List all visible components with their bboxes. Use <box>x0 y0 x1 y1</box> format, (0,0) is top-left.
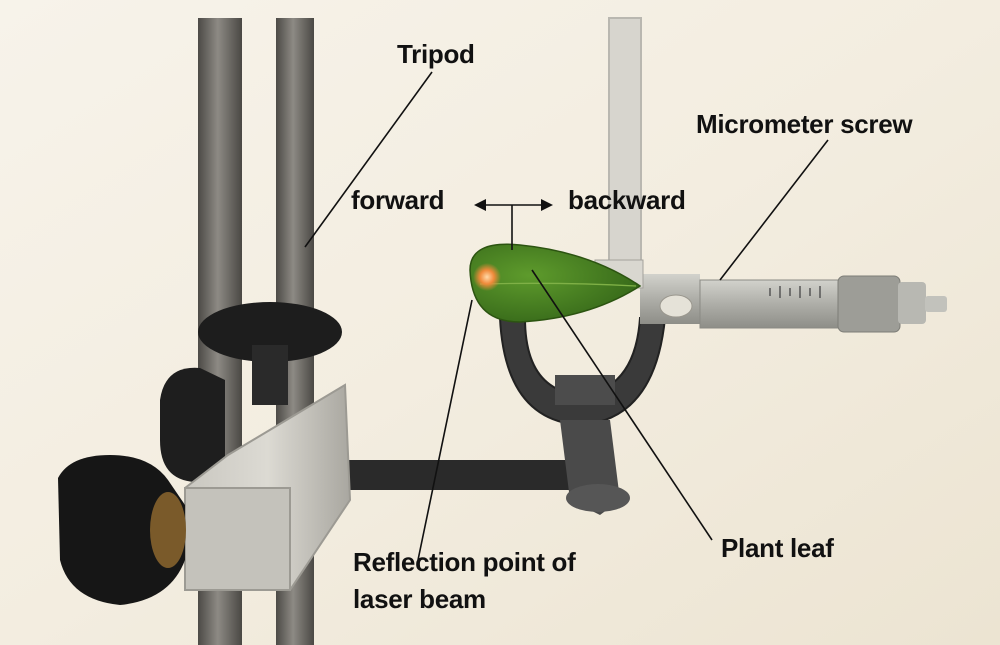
backward-label: backward <box>568 185 686 215</box>
front-knob-screw <box>150 492 186 568</box>
reflection-leader-line <box>417 299 473 561</box>
clamp-wingnut <box>566 484 630 512</box>
micrometer-barrel <box>699 279 841 329</box>
laser-spot <box>473 263 501 291</box>
micrometer-ratchet <box>898 282 926 324</box>
micrometer-frame-plate <box>555 375 615 405</box>
reflection-point-label-line1: Reflection point of <box>353 547 576 577</box>
side-knob <box>160 367 225 482</box>
micrometer-thimble <box>837 275 901 333</box>
forward-label: forward <box>351 185 445 215</box>
reflection-point-label-line2: laser beam <box>353 584 486 614</box>
tripod-leader-line <box>304 71 433 248</box>
front-knob <box>58 455 185 605</box>
micrometer-lock <box>659 294 693 318</box>
clamp-block-face <box>184 487 291 591</box>
top-knob-stem <box>252 345 288 405</box>
plant-leaf-label: Plant leaf <box>721 533 834 563</box>
vertical-bar <box>608 17 642 277</box>
micrometer-screw-label: Micrometer screw <box>696 109 913 139</box>
tripod-label: Tripod <box>397 39 475 69</box>
clamp-arm <box>300 460 600 490</box>
plant-leaf-leader-line <box>531 269 713 541</box>
micrometer-end <box>925 296 947 312</box>
backward-arrowhead <box>541 199 553 211</box>
leader-lines <box>304 71 829 561</box>
top-knob <box>198 302 342 362</box>
micrometer-leader-line <box>719 139 829 281</box>
forward-arrowhead <box>474 199 486 211</box>
